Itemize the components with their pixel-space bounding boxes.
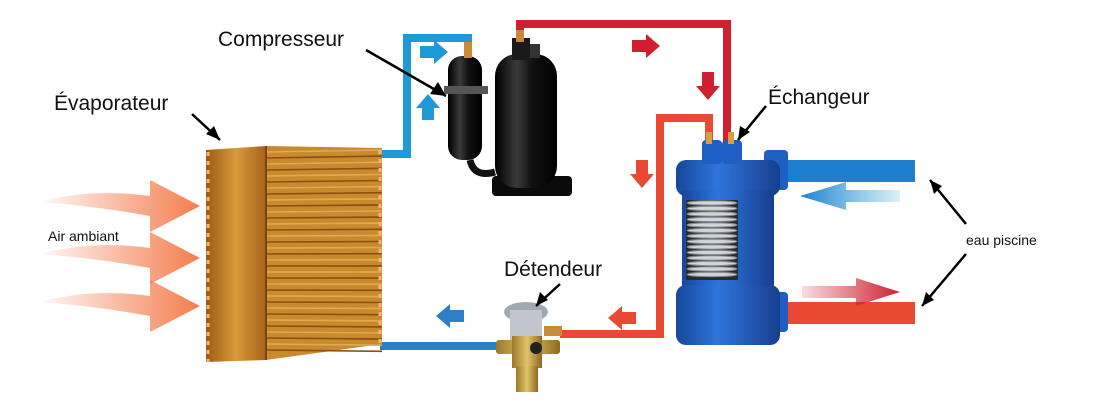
air-arrow-bottom (40, 280, 200, 332)
air-arrows (40, 180, 200, 332)
expansion-valve (496, 302, 562, 392)
heat-exchanger (676, 132, 788, 345)
exchanger-label: Échangeur (768, 86, 870, 109)
evaporator-label: Évaporateur (54, 92, 169, 115)
air-arrow-top (40, 180, 200, 232)
flow-arrow-liquid-left (608, 306, 636, 330)
pool-water-inflow-arrow (802, 278, 900, 306)
flow-arrow-suction-up (416, 94, 440, 120)
callout-arrowheads (206, 82, 942, 306)
flow-arrows (416, 34, 720, 330)
compressor (444, 30, 572, 196)
evaporator-fins (265, 149, 383, 353)
flow-arrow-discharge-down (696, 72, 720, 100)
exchanger-coil (686, 200, 738, 280)
callout-compressor (365, 48, 447, 98)
pool-water-inlet-pipe (780, 302, 915, 324)
compressor-label: Compresseur (218, 28, 345, 51)
flow-arrow-suction-right (420, 40, 448, 64)
pool-water-outflow-arrow (800, 182, 900, 210)
air-arrow-middle (40, 232, 200, 284)
flow-arrow-cold-left (436, 304, 464, 328)
evaporator (206, 146, 383, 362)
expansion-valve-label: Détendeur (504, 258, 603, 281)
flow-arrow-liquid-down (630, 160, 654, 188)
pool-water-outlet-pipe (780, 160, 915, 182)
liquid-pipe-hot (560, 114, 713, 338)
pool-water-label: eau piscine (966, 232, 1037, 248)
flow-arrow-discharge-right (632, 34, 660, 58)
ambient-air-label: Air ambiant (48, 228, 119, 244)
